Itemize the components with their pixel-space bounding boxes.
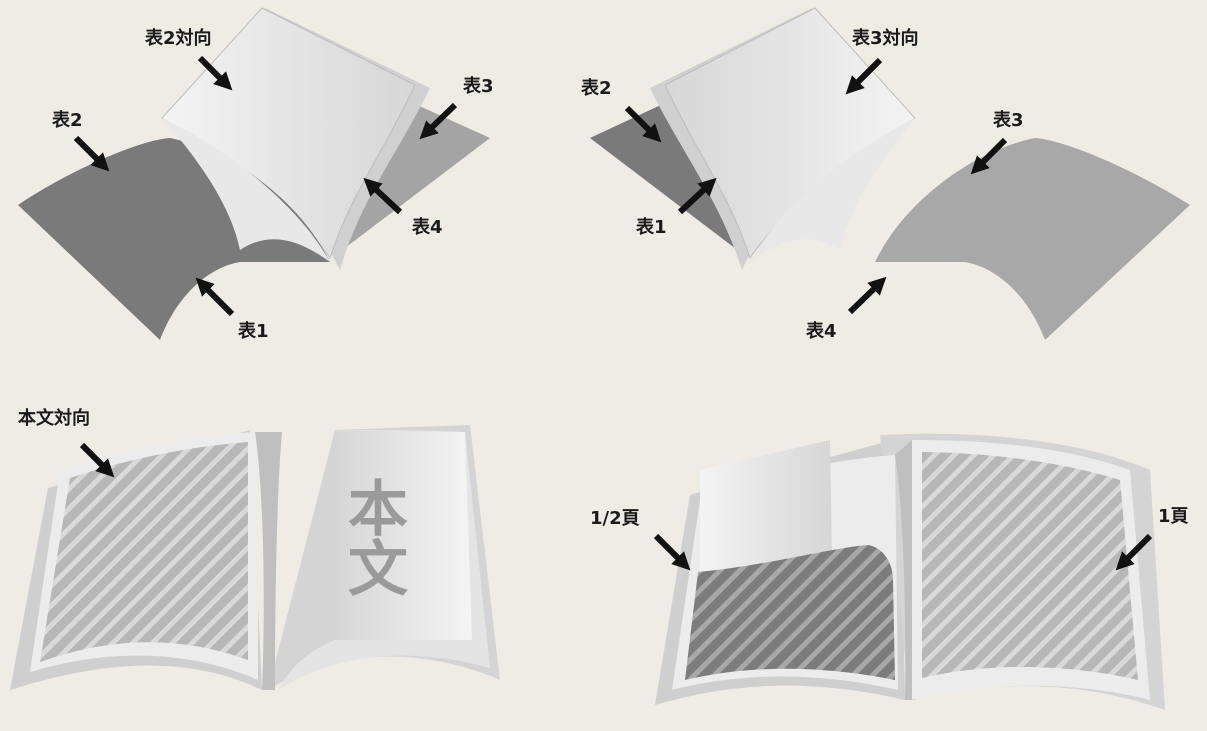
page-text-body-2: 文 xyxy=(348,535,408,605)
label-h1: 表1 xyxy=(636,216,667,238)
label-h2-facing: 表2対向 xyxy=(145,27,212,49)
label-h3-facing: 表3対向 xyxy=(852,27,919,49)
gutter xyxy=(255,432,282,690)
ad-area-body-facing xyxy=(40,442,248,662)
page-upper-panel xyxy=(700,440,832,575)
book-bottom-left xyxy=(10,425,500,690)
page-text-body-1: 本 xyxy=(348,475,408,545)
book-top-right xyxy=(590,7,1190,340)
label-full-page: 1頁 xyxy=(1158,506,1189,527)
label-half-page: 1/2頁 xyxy=(590,508,640,529)
label-h2: 表2 xyxy=(581,77,612,99)
arrows-top-right xyxy=(624,57,1008,315)
label-h3: 表3 xyxy=(993,109,1024,131)
label-h4: 表4 xyxy=(412,216,443,238)
book-bottom-right xyxy=(655,433,1165,710)
label-h3: 表3 xyxy=(463,75,494,97)
book-top-left xyxy=(18,7,490,340)
label-h2: 表2 xyxy=(52,109,83,131)
cover-back xyxy=(875,138,1190,340)
label-h4: 表4 xyxy=(806,320,837,342)
ad-area-full-page xyxy=(922,452,1138,680)
cover-front-inner-curl xyxy=(162,118,330,262)
gutter xyxy=(895,440,915,700)
cover-back-inner-curl xyxy=(750,118,915,262)
cover-back-flap xyxy=(345,95,490,248)
ad-area-half-page xyxy=(685,545,895,680)
page-right-panel xyxy=(335,430,472,640)
arrow-full-page xyxy=(1115,533,1153,571)
arrows-top-left xyxy=(73,55,458,317)
cover-front-flap xyxy=(590,96,740,252)
arrow-body-facing xyxy=(79,442,115,478)
arrow-half-page xyxy=(653,533,691,571)
label-h1: 表1 xyxy=(238,320,269,342)
label-body-facing: 本文対向 xyxy=(18,407,90,429)
